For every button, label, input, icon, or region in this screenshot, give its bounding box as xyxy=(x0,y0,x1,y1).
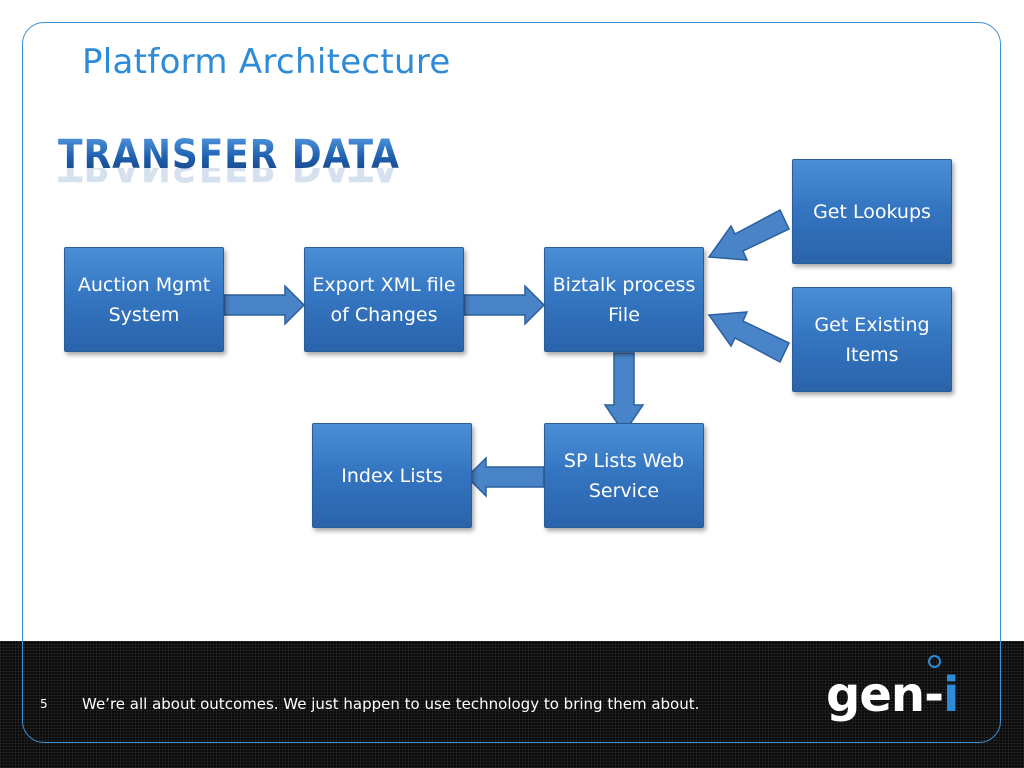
slide-number: 5 xyxy=(40,697,48,711)
section-title: Transfer Data xyxy=(58,132,400,178)
arrow-auction-to-export xyxy=(223,284,306,326)
arrow-biztalk-to-splists xyxy=(603,352,645,435)
logo-accent: i xyxy=(943,667,959,723)
gen-i-logo: gen-i xyxy=(826,667,959,723)
arrow-lookups-to-biztalk xyxy=(707,208,790,261)
node-biztalk-process: Biztalk process File xyxy=(544,247,704,352)
node-get-lookups: Get Lookups xyxy=(792,159,952,264)
logo-dot-icon xyxy=(928,655,941,668)
node-get-existing-items: Get Existing Items xyxy=(792,287,952,392)
arrow-existing-to-biztalk xyxy=(707,311,790,364)
logo-text: gen- xyxy=(826,667,944,723)
arrow-splists-to-index xyxy=(465,456,545,498)
footer-tagline: We’re all about outcomes. We just happen… xyxy=(82,695,700,713)
node-export-xml: Export XML file of Changes xyxy=(304,247,464,352)
slide-title: Platform Architecture xyxy=(82,42,451,82)
node-sp-lists-web-service: SP Lists Web Service xyxy=(544,423,704,528)
slide-frame xyxy=(22,22,1001,743)
arrow-export-to-biztalk xyxy=(463,284,546,326)
footer-band xyxy=(0,641,1024,768)
node-auction-mgmt-system: Auction Mgmt System xyxy=(64,247,224,352)
node-index-lists: Index Lists xyxy=(312,423,472,528)
